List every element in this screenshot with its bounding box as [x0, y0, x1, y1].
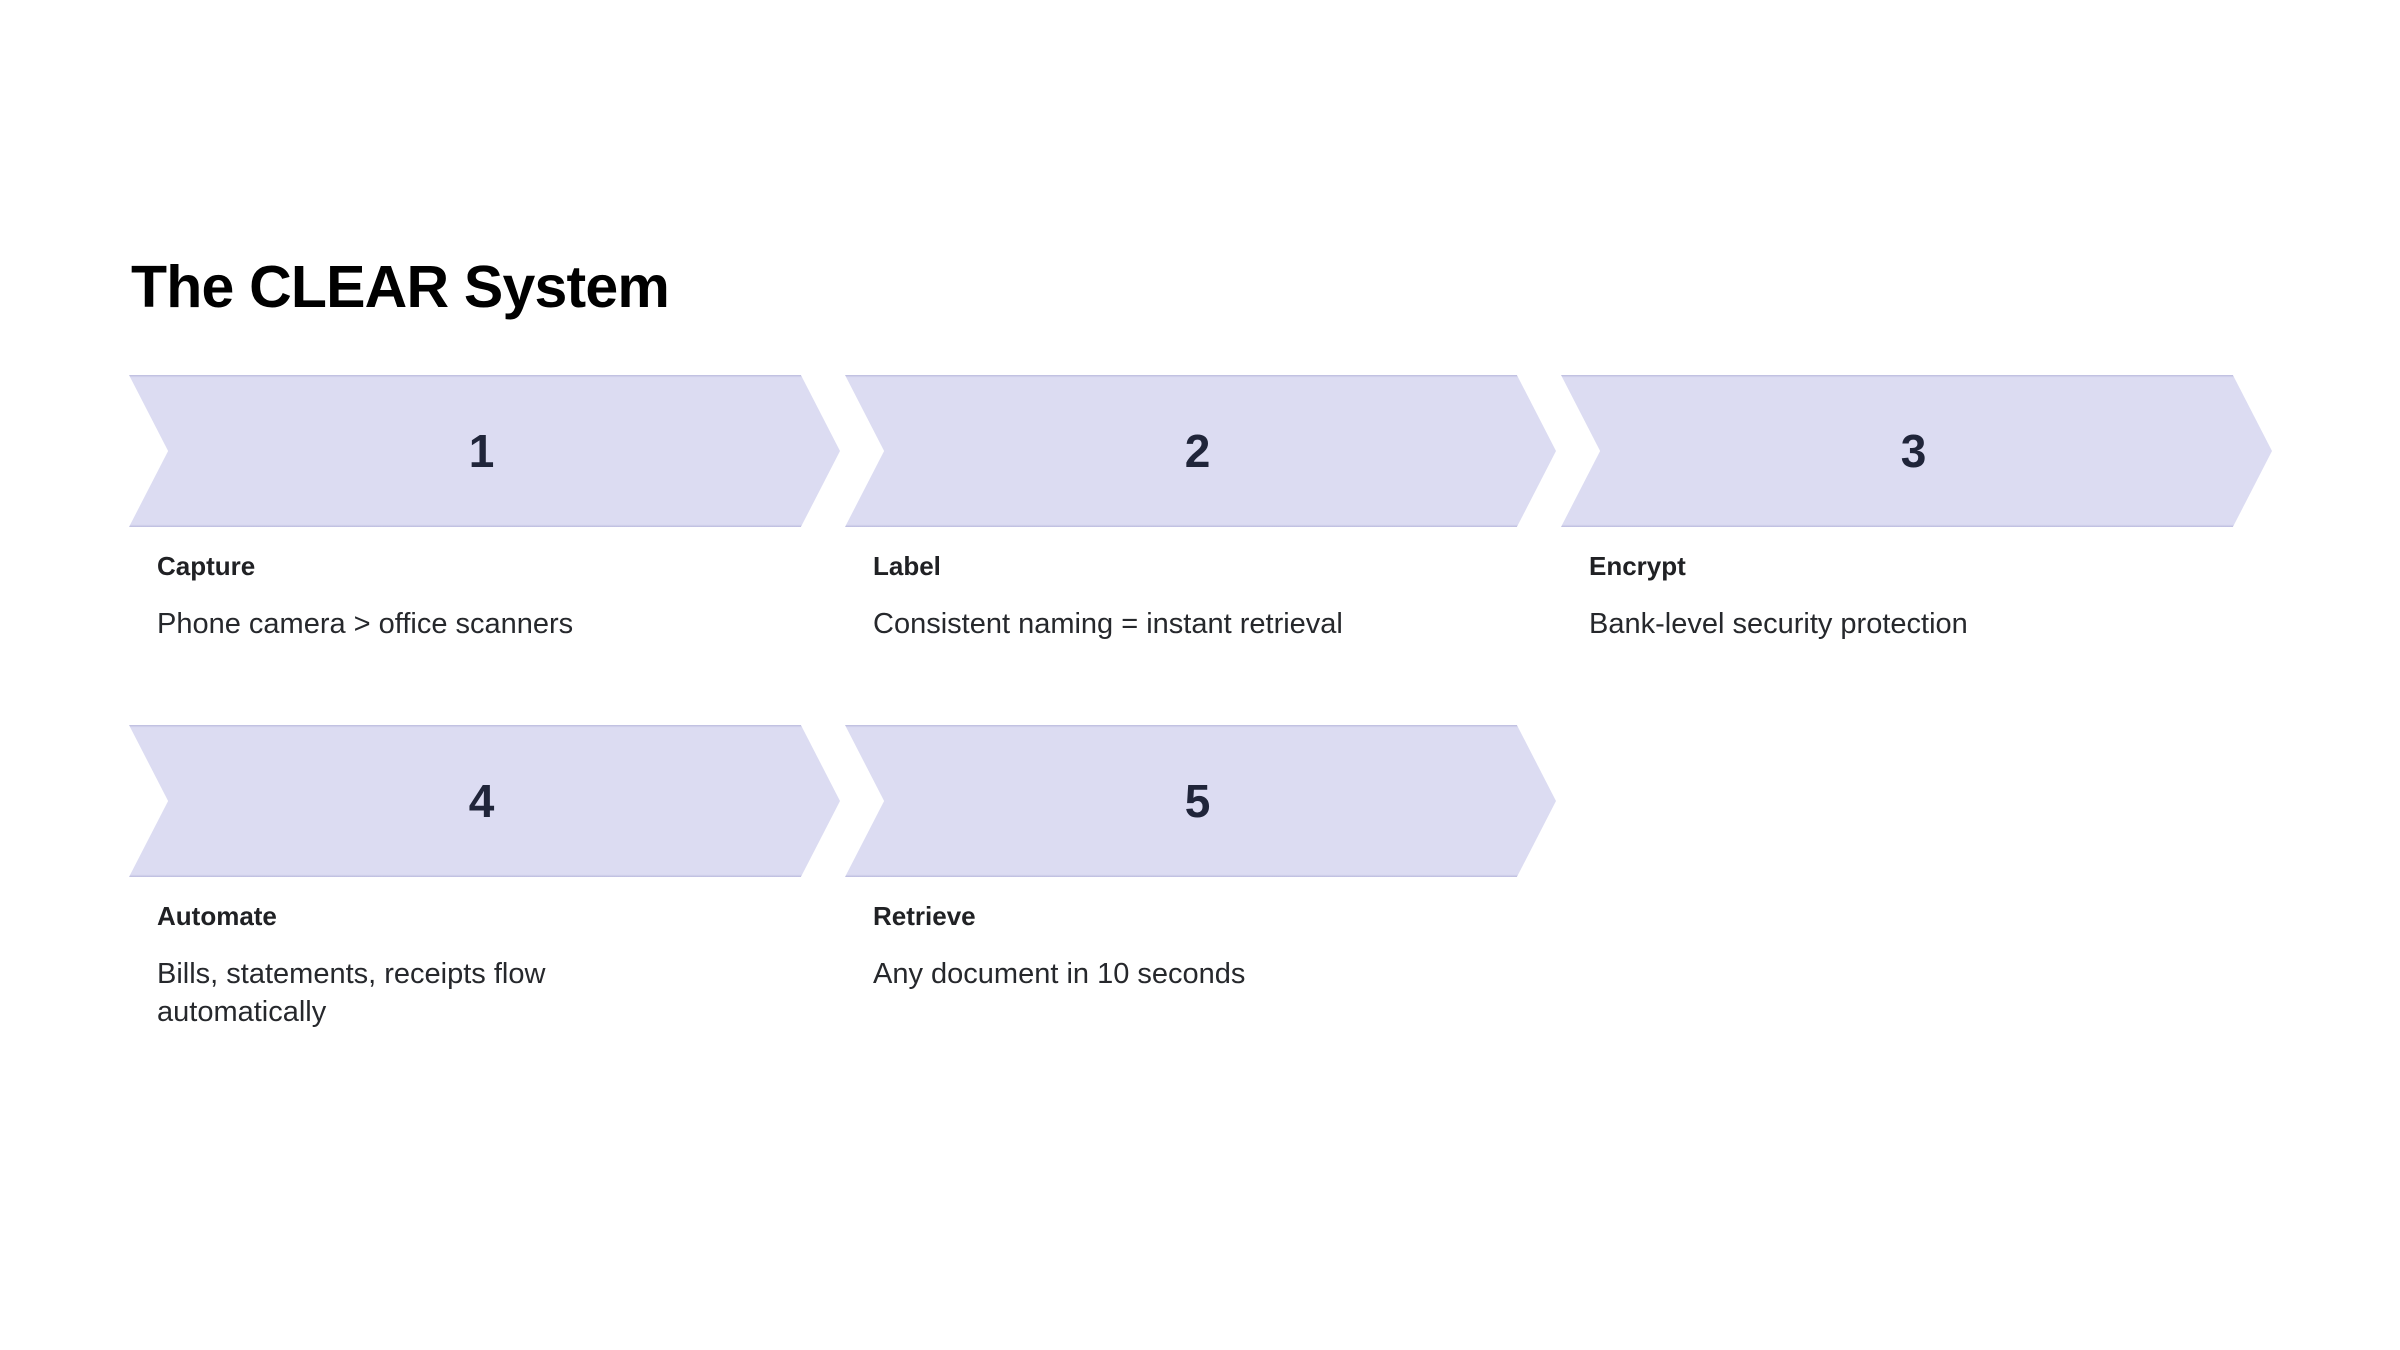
step-description-5: Any document in 10 seconds [873, 957, 1246, 990]
step-description-2: Consistent naming = instant retrieval [873, 607, 1343, 640]
step-title-3: Encrypt [1589, 551, 1686, 581]
step-item-3[interactable]: 3 Encrypt Bank-level security protection [1561, 375, 2277, 640]
step-item-1[interactable]: 1 Capture Phone camera > office scanners [129, 375, 845, 640]
step-body-2: Label Consistent naming = instant retrie… [873, 550, 1523, 643]
step-title-4: Automate [157, 901, 277, 931]
page-title: The CLEAR System [131, 253, 670, 320]
step-body-3: Encrypt Bank-level security protection [1589, 550, 2239, 643]
step-item-4[interactable]: 4 Automate Bills, statements, receipts f… [129, 725, 845, 1028]
step-number-3: 3 [1900, 425, 1927, 477]
step-body-1: Capture Phone camera > office scanners [157, 550, 807, 643]
step-description-1: Phone camera > office scanners [157, 607, 574, 640]
step-description-3: Bank-level security protection [1589, 607, 1968, 640]
step-description-4: Bills, statements, receipts flow automat… [157, 957, 546, 1029]
step-item-2[interactable]: 2 Label Consistent naming = instant retr… [845, 375, 1561, 640]
step-chevron-4: 4 [129, 725, 840, 877]
step-title-1: Capture [157, 551, 256, 581]
step-body-5: Retrieve Any document in 10 seconds [873, 900, 1523, 993]
step-body-4: Automate Bills, statements, receipts flo… [157, 900, 807, 1032]
step-title-5: Retrieve [873, 901, 976, 931]
step-number-4: 4 [468, 775, 495, 827]
step-number-2: 2 [1184, 425, 1211, 477]
step-title-2: Label [873, 551, 941, 581]
step-number-1: 1 [468, 425, 495, 477]
step-chevron-1: 1 [129, 375, 840, 527]
step-chevron-5: 5 [845, 725, 1556, 877]
step-item-5[interactable]: 5 Retrieve Any document in 10 seconds [845, 725, 1561, 990]
step-chevron-2: 2 [845, 375, 1556, 527]
step-chevron-3: 3 [1561, 375, 2272, 527]
step-number-5: 5 [1184, 775, 1211, 827]
